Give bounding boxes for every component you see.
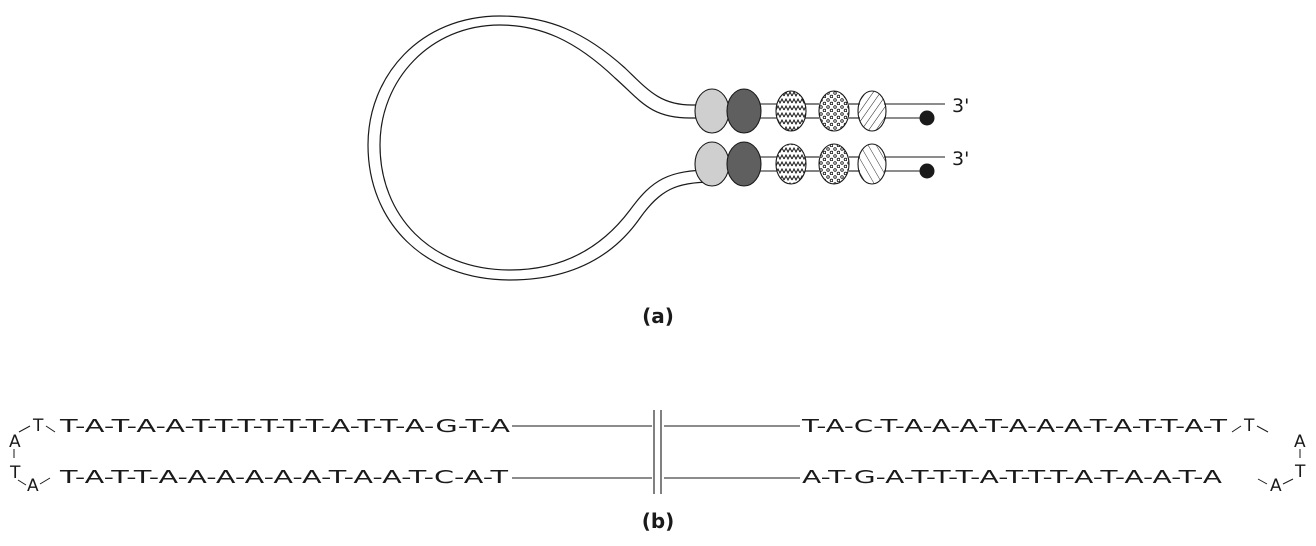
left-loop-base: T <box>9 463 21 483</box>
dotted-bead <box>818 143 850 185</box>
panel-b-caption: (b) <box>642 509 675 533</box>
hatched-bead <box>857 90 887 132</box>
lower-bead-row: 3' <box>694 141 969 187</box>
light-gray-bead <box>694 141 730 187</box>
light-gray-bead <box>694 88 730 134</box>
dark-gray-bead <box>726 141 762 187</box>
zigzag-bead <box>775 143 807 185</box>
panel-a-diagram <box>367 15 713 281</box>
bottom-strand-right: A-T-G-A-T-T-T-A-T-T-T-A-T-A-A-T-A <box>802 467 1223 488</box>
dark-gray-bead <box>726 88 762 134</box>
three-prime-label-bottom: 3' <box>952 148 969 170</box>
right-loop-base: A <box>1294 432 1306 452</box>
top-strand-right: T-A-C-T-A-A-A-T-A-A-A-T-A-T-T-A-T <box>800 416 1228 437</box>
three-prime-label-top: 3' <box>952 95 969 117</box>
bottom-strand-left: T-A-T-T-A-A-A-A-A-A-T-A-A-T-C-A-T <box>58 467 509 488</box>
left-loop-base: A <box>9 432 21 452</box>
right-loop-base: T <box>1243 416 1255 436</box>
right-loop-base: A <box>1270 476 1282 496</box>
end-dot <box>919 110 935 126</box>
hatched-bead <box>857 143 887 185</box>
left-loop-base: A <box>27 476 39 496</box>
zigzag-bead <box>775 90 807 132</box>
loop-outer-strand <box>379 24 713 271</box>
right-loop-base: T <box>1294 462 1306 482</box>
panel-a-caption: (a) <box>642 304 674 328</box>
end-dot <box>919 163 935 179</box>
left-loop-top-base: T <box>32 416 44 436</box>
panel-b-diagram: A T A T T-A-T-A-A-T-T-T-T-T-T-A-T-T-A-G-… <box>9 410 1306 496</box>
top-strand-left: T-A-T-A-A-T-T-T-T-T-T-A-T-T-A-G-T-A <box>58 416 511 437</box>
dotted-bead <box>818 90 850 132</box>
loop-inner-strand <box>367 15 713 281</box>
upper-bead-row: 3' <box>694 88 969 134</box>
